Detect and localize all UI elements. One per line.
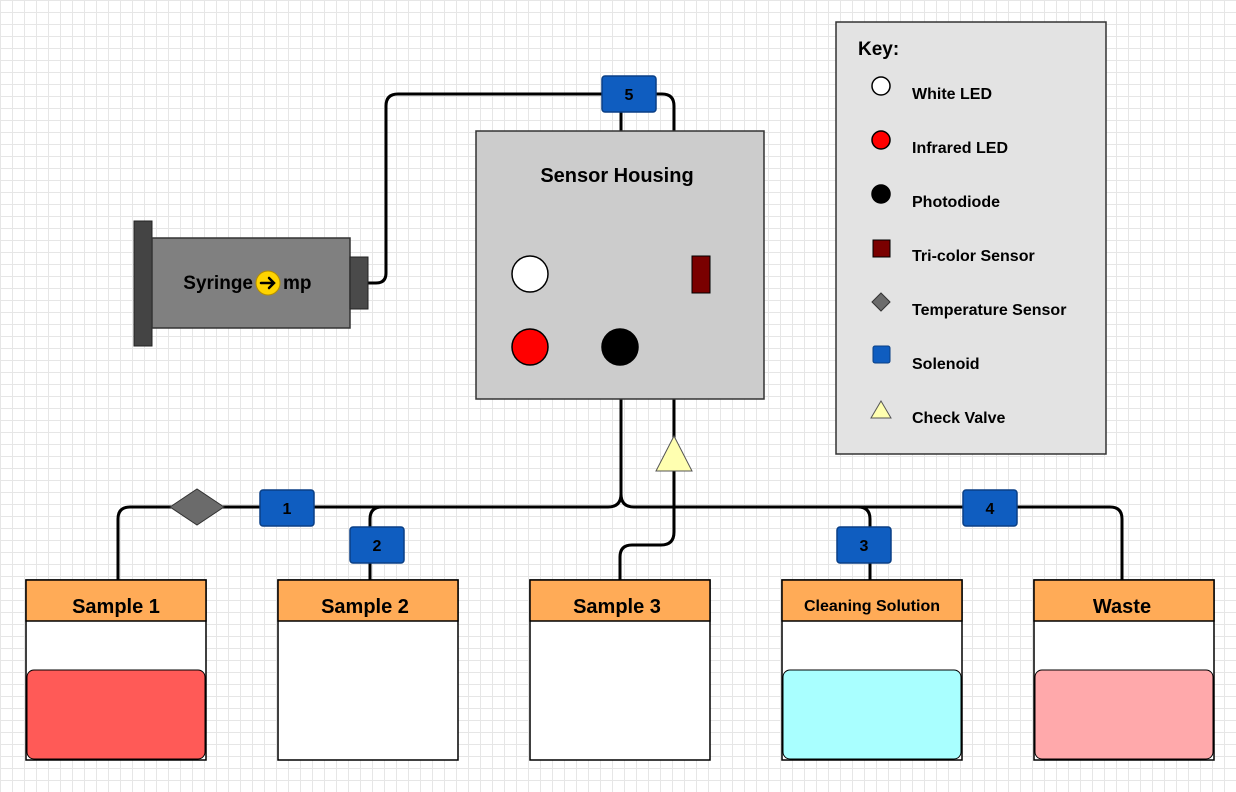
key-item-label: Solenoid	[912, 356, 980, 373]
container-liquid	[26, 669, 206, 760]
solenoid-2-label: 2	[373, 538, 382, 555]
pipe-solenoid-5-right-to-housing	[653, 92, 676, 131]
white-led-icon	[511, 255, 549, 293]
infrared-led-icon	[511, 328, 549, 366]
key-item-label: Infrared LED	[912, 140, 1008, 157]
container-label: Sample 1	[72, 596, 160, 618]
solenoid-5-label: 5	[625, 87, 634, 104]
solenoid-5: 5	[601, 75, 657, 113]
container-header	[781, 579, 963, 622]
solenoid-4: 4	[962, 489, 1018, 527]
infrared-led-icon	[871, 130, 891, 150]
syringe-pump: Syringe mp	[133, 220, 369, 347]
solenoid-icon	[872, 345, 891, 364]
solenoid-2: 2	[349, 526, 405, 564]
check-valve-icon	[655, 434, 693, 472]
key-title: Key:	[858, 39, 899, 60]
key-panel: Key: White LED Infrared LED Photodiode T…	[835, 21, 1107, 455]
key-item-label: Check Valve	[912, 410, 1006, 427]
tri-color-sensor-icon	[691, 255, 711, 294]
syringe-pump-plunger	[133, 220, 153, 347]
photodiode-icon	[871, 184, 891, 204]
container-cleaning-solution: Cleaning Solution	[781, 579, 963, 761]
sensor-housing-title: Sensor Housing	[540, 165, 693, 187]
right-arrow-glyph	[259, 276, 276, 290]
container-header	[529, 579, 711, 622]
tri-color-sensor-icon	[872, 239, 891, 258]
key-item-label: White LED	[912, 86, 992, 103]
pipe-solenoid-1-to-sample-1	[116, 505, 262, 582]
white-led-icon	[871, 76, 891, 96]
solenoid-1-label: 1	[283, 501, 292, 518]
container-sample-2: Sample 2	[277, 579, 459, 761]
syringe-pump-label-right: mp	[283, 273, 312, 294]
key-item-label: Tri-color Sensor	[912, 248, 1035, 265]
solenoid-4-label: 4	[986, 501, 995, 518]
container-label: Sample 3	[573, 596, 661, 618]
sensor-housing: Sensor Housing	[475, 130, 765, 400]
container-sample-3: Sample 3	[529, 579, 711, 761]
pipe-housing-to-right-branch	[619, 493, 872, 530]
container-liquid	[782, 669, 962, 760]
pipes	[116, 92, 1124, 582]
syringe-pump-nozzle	[349, 256, 369, 310]
photodiode-icon	[601, 328, 639, 366]
solenoid-3-label: 3	[860, 538, 869, 555]
solenoid-3: 3	[836, 526, 892, 564]
container-header	[25, 579, 207, 622]
container-header	[277, 579, 459, 622]
container-label: Sample 2	[321, 596, 409, 618]
pipe-housing-right-to-sample-3	[618, 398, 676, 582]
container-label: Cleaning Solution	[804, 598, 940, 615]
pipe-housing-left-down	[313, 398, 623, 509]
key-item-label: Temperature Sensor	[912, 302, 1066, 319]
container-sample-1: Sample 1	[25, 579, 207, 761]
container-liquid	[1034, 669, 1214, 760]
container-waste: Waste	[1033, 579, 1215, 761]
container-header	[1033, 579, 1215, 622]
solenoid-1: 1	[259, 489, 315, 527]
pipe-branch-to-solenoid-2	[368, 505, 383, 530]
check-valve-icon	[870, 400, 892, 419]
temperature-sensor-icon	[871, 292, 891, 312]
temperature-sensor-icon	[169, 488, 225, 526]
key-item-label: Photodiode	[912, 194, 1000, 211]
container-label: Waste	[1093, 596, 1151, 618]
pipe-solenoid-4-to-waste	[1014, 505, 1124, 582]
syringe-pump-label-left: Syringe	[183, 273, 253, 294]
pipe-pump-to-solenoid-5	[368, 92, 604, 285]
